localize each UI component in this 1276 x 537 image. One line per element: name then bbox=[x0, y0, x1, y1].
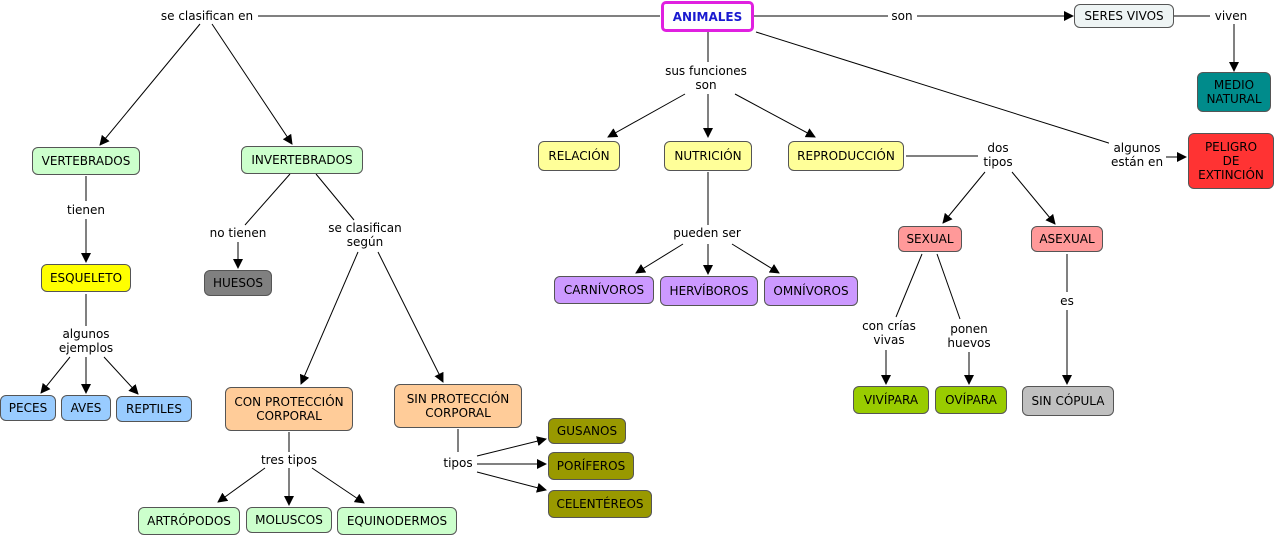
node-con-proteccion-corporal[interactable]: CON PROTECCIÓN CORPORAL bbox=[225, 387, 353, 431]
node-vivipara[interactable]: VIVÍPARA bbox=[853, 386, 929, 414]
node-reproduccion[interactable]: REPRODUCCIÓN bbox=[788, 141, 904, 171]
node-reptiles[interactable]: REPTILES bbox=[116, 396, 192, 422]
label-se-clasifican-en: se clasifican en bbox=[158, 9, 256, 23]
node-sin-proteccion-corporal[interactable]: SIN PROTECCIÓN CORPORAL bbox=[394, 384, 522, 428]
node-peces[interactable]: PECES bbox=[0, 395, 56, 421]
node-asexual[interactable]: ASEXUAL bbox=[1031, 226, 1103, 252]
node-carnivoros[interactable]: CARNÍVOROS bbox=[554, 276, 654, 304]
label-pueden-ser: pueden ser bbox=[671, 226, 743, 240]
label-se-clasifican-segun: se clasifican según bbox=[326, 221, 404, 249]
label-algunos-ejemplos: algunos ejemplos bbox=[56, 327, 116, 355]
node-omnivoros[interactable]: OMNÍVOROS bbox=[764, 276, 858, 306]
node-moluscos[interactable]: MOLUSCOS bbox=[246, 507, 332, 533]
label-es: es bbox=[1058, 294, 1076, 308]
node-invertebrados[interactable]: INVERTEBRADOS bbox=[241, 146, 363, 174]
label-tienen: tienen bbox=[64, 203, 108, 217]
node-celentereos[interactable]: CELENTÉREOS bbox=[548, 490, 652, 518]
label-algunos-estan-en: algunos están en bbox=[1108, 141, 1166, 169]
label-con-crias-vivas: con crías vivas bbox=[860, 319, 918, 347]
label-son: son bbox=[889, 9, 915, 23]
node-sexual[interactable]: SEXUAL bbox=[898, 226, 962, 252]
label-dos-tipos: dos tipos bbox=[981, 141, 1015, 169]
node-sin-copula[interactable]: SIN CÓPULA bbox=[1022, 386, 1114, 416]
label-ponen-huevos: ponen huevos bbox=[945, 322, 993, 350]
node-peligro-de-extincion[interactable]: PELIGRO DE EXTINCIÓN bbox=[1188, 133, 1274, 189]
node-gusanos[interactable]: GUSANOS bbox=[548, 418, 626, 444]
label-sus-funciones-son: sus funciones son bbox=[663, 64, 749, 92]
node-seres-vivos[interactable]: SERES VIVOS bbox=[1074, 4, 1174, 28]
label-tipos: tipos bbox=[441, 456, 475, 470]
node-artropodos[interactable]: ARTRÓPODOS bbox=[138, 507, 240, 535]
node-esqueleto[interactable]: ESQUELETO bbox=[41, 264, 131, 292]
label-viven: viven bbox=[1212, 9, 1250, 23]
label-no-tienen: no tienen bbox=[207, 226, 269, 240]
node-vertebrados[interactable]: VERTEBRADOS bbox=[32, 147, 140, 175]
node-poriferos[interactable]: PORÍFEROS bbox=[548, 452, 634, 480]
node-relacion[interactable]: RELACIÓN bbox=[538, 141, 620, 171]
node-nutricion[interactable]: NUTRICIÓN bbox=[664, 141, 752, 171]
node-medio-natural[interactable]: MEDIO NATURAL bbox=[1197, 72, 1271, 112]
label-tres-tipos: tres tipos bbox=[258, 453, 320, 467]
node-huesos[interactable]: HUESOS bbox=[204, 270, 272, 296]
node-herviboros[interactable]: HERVÍBOROS bbox=[660, 276, 758, 306]
node-ovipara[interactable]: OVÍPARA bbox=[935, 386, 1007, 414]
node-animales[interactable]: ANIMALES bbox=[661, 1, 754, 32]
node-aves[interactable]: AVES bbox=[61, 395, 111, 421]
node-equinodermos[interactable]: EQUINODERMOS bbox=[337, 507, 457, 535]
